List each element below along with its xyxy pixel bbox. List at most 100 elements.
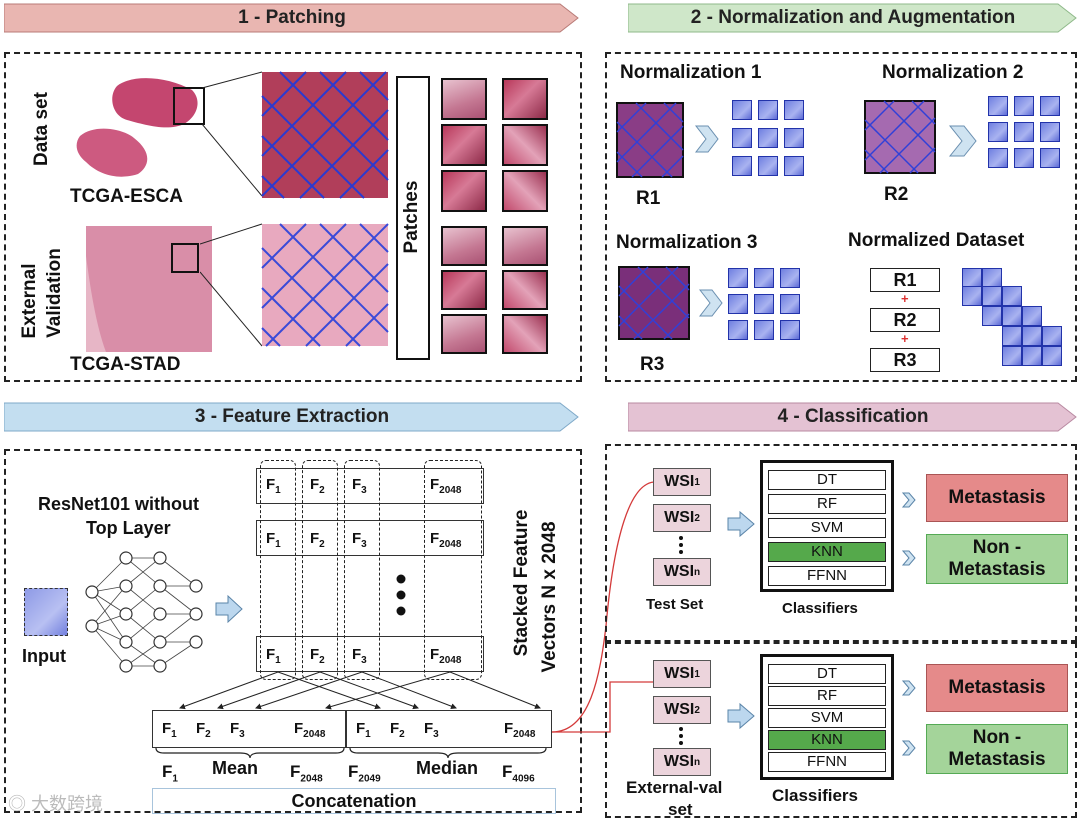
- normalized-tile: [988, 122, 1008, 142]
- feature-f1: F1: [266, 530, 281, 550]
- feature-column: [260, 460, 296, 680]
- external-label-2: Validation: [44, 248, 65, 338]
- neural-network-icon: [85, 551, 203, 673]
- norm2-label: Normalization 2: [882, 62, 1024, 83]
- plus-icon: +: [901, 291, 909, 306]
- patch-tile: [441, 226, 487, 266]
- watermark-logo-icon: ◎: [8, 794, 32, 814]
- concat-vector-median: [346, 710, 552, 748]
- normalized-tile: [784, 128, 804, 148]
- input-image: [24, 588, 68, 636]
- normalized-tile: [988, 96, 1008, 116]
- concatenation-box: Concatenation: [152, 788, 556, 814]
- classifier-svm: SVM: [768, 518, 886, 538]
- classifier-rf: RF: [768, 686, 886, 706]
- normalized-tile: [1022, 326, 1042, 346]
- external-val-label-2: set: [668, 800, 693, 819]
- watermark-text: 大数跨境: [31, 794, 104, 814]
- median-end-f4096: F4096: [502, 762, 535, 785]
- chevron-right-icon: [902, 492, 916, 508]
- arrow-right-icon: [727, 702, 755, 730]
- esca-name: TCGA-ESCA: [70, 186, 183, 207]
- normalized-tile: [988, 148, 1008, 168]
- brace-median: [349, 747, 547, 759]
- patch-tile: [502, 226, 548, 266]
- chevron-right-icon: [948, 125, 977, 157]
- feature-f3: F3: [352, 476, 367, 496]
- banner-classification: 4 - Classification: [628, 401, 1078, 433]
- chevron-right-icon: [902, 740, 916, 756]
- normalized-tile: [758, 128, 778, 148]
- stad-slide-image: [86, 226, 212, 352]
- banner-patching: 1 - Patching: [4, 2, 580, 34]
- median-f1: F1: [356, 720, 371, 740]
- median-start-f2049: F2049: [348, 762, 381, 785]
- normalized-tile: [780, 320, 800, 340]
- banner-patching-title: 1 - Patching: [238, 7, 346, 28]
- input-label: Input: [22, 646, 66, 666]
- mean-start-f1: F1: [162, 762, 178, 785]
- patch-tile: [441, 270, 487, 310]
- esca-zoom-grid: [201, 71, 389, 199]
- normalized-tile: [1022, 306, 1042, 326]
- normalized-tile: [1002, 286, 1022, 306]
- non-metastasis-label-2: Metastasis: [948, 749, 1046, 770]
- chevron-right-icon: [902, 680, 916, 696]
- r1-image: [616, 102, 684, 178]
- banner-feature-extraction: 3 - Feature Extraction: [4, 401, 580, 433]
- mean-label: Mean: [212, 758, 259, 778]
- median-f2: F2: [390, 720, 405, 740]
- chevron-right-icon: [902, 550, 916, 566]
- non-metastasis-label-1: Non -: [972, 537, 1022, 558]
- normalized-tile: [754, 320, 774, 340]
- feature-column: [302, 460, 338, 680]
- feature-f1: F1: [266, 646, 281, 666]
- mean-end-f2048: F2048: [290, 762, 323, 785]
- patch-tile: [502, 124, 548, 166]
- r3-label: R3: [640, 354, 665, 375]
- normalized-tile: [784, 156, 804, 176]
- plus-icon: +: [901, 331, 909, 346]
- normalized-tile: [1042, 326, 1062, 346]
- model-label-2: Top Layer: [86, 518, 171, 538]
- normalized-tile: [728, 294, 748, 314]
- feature-f2048: F2048: [430, 530, 462, 550]
- normalized-tile: [1002, 326, 1022, 346]
- normalized-tile: [784, 100, 804, 120]
- panel-patching: [4, 52, 582, 382]
- norm1-label: Normalization 1: [620, 62, 762, 83]
- non-metastasis-output: Non - Metastasis: [926, 534, 1068, 584]
- r3-image: [618, 266, 690, 340]
- test-set-label: Test Set: [646, 596, 704, 613]
- classifier-rf: RF: [768, 494, 886, 514]
- patch-tile: [441, 170, 487, 212]
- patch-tile: [502, 270, 548, 310]
- mean-f1: F1: [162, 720, 177, 740]
- normalized-tile: [1014, 122, 1034, 142]
- aggregation-arrows: [179, 672, 541, 710]
- panel-normalization: [605, 52, 1077, 382]
- patch-tile: [441, 124, 487, 166]
- median-f3: F3: [424, 720, 439, 740]
- ellipsis-vertical-icon: [679, 536, 683, 554]
- stad-zoom-grid: [200, 223, 389, 347]
- feature-f3: F3: [352, 530, 367, 550]
- patch-tile: [441, 78, 487, 120]
- banner-normalization-title: 2 - Normalization and Augmentation: [690, 7, 1016, 28]
- concatenation-label: Concatenation: [291, 791, 417, 811]
- median-f2048: F2048: [504, 720, 536, 740]
- esca-slide-image: [76, 78, 205, 177]
- feature-f2048: F2048: [430, 476, 462, 496]
- feature-f2: F2: [310, 476, 325, 496]
- feature-f2048: F2048: [430, 646, 462, 666]
- normalized-tile: [732, 156, 752, 176]
- panel-classification-test: [605, 444, 1077, 642]
- ellipsis-icon: [396, 574, 406, 616]
- banner-normalization: 2 - Normalization and Augmentation: [628, 2, 1078, 34]
- classifier-dt: DT: [768, 470, 886, 490]
